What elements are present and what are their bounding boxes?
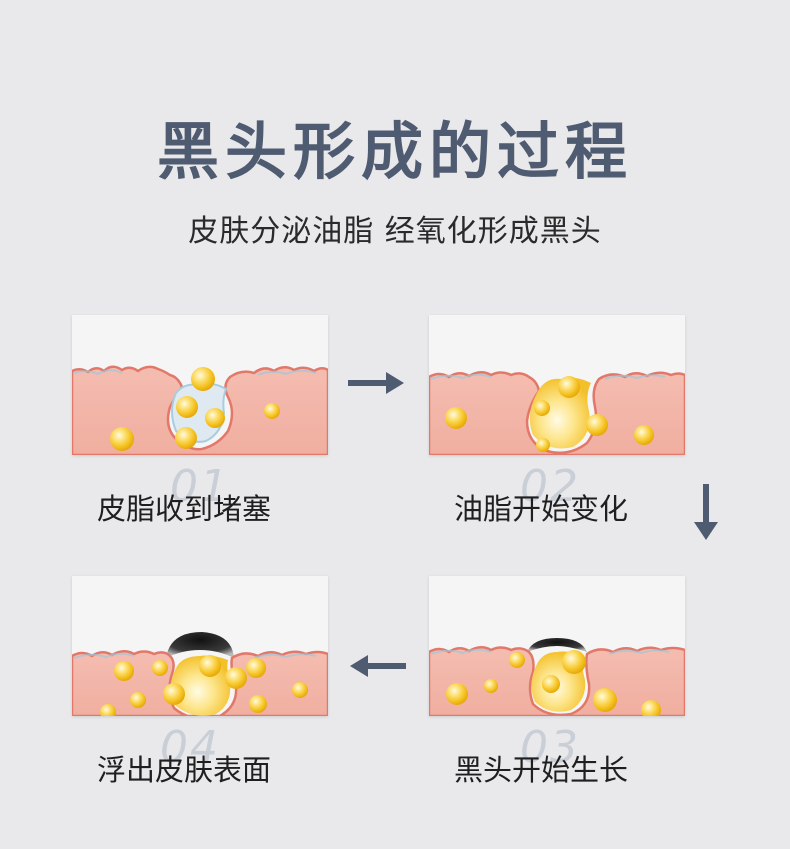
arrow-down-icon [694,484,718,540]
step-4-number: 04 [160,722,220,773]
step-4-label: 浮出皮肤表面 [97,753,272,787]
step-2-illustration [429,315,685,455]
step-3-label: 黑头开始生长 [454,753,629,787]
step-3-number: 03 [520,722,580,773]
step-3-illustration [429,576,685,716]
step-1-label: 皮脂收到堵塞 [97,492,272,526]
arrow-left-icon [350,655,406,677]
page-title: 黑头形成的过程 [156,115,633,188]
step-1-illustration [72,315,328,455]
page-subtitle: 皮肤分泌油脂 经氧化形成黑头 [188,214,602,249]
step-2-number: 02 [520,461,580,512]
step-4-illustration [72,576,328,716]
arrow-right-icon [348,372,404,394]
step-1-number: 01 [170,461,230,512]
step-2-label: 油脂开始变化 [454,492,629,526]
